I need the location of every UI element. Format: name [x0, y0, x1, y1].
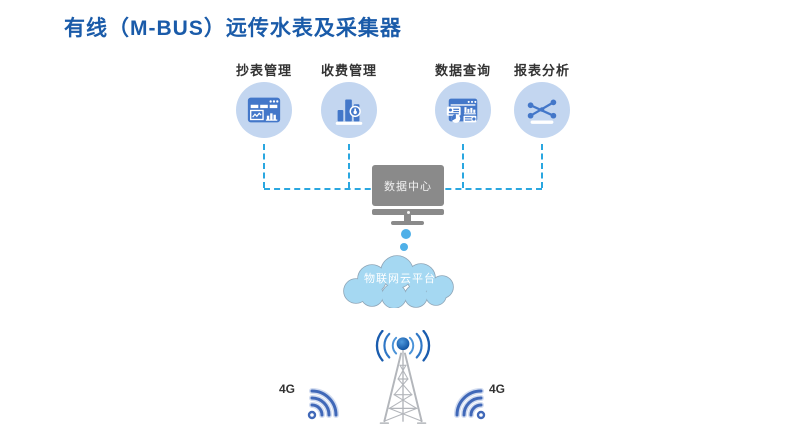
right-4g-label: 4G	[489, 382, 506, 396]
iot-cloud: 物联网云平台	[336, 250, 464, 309]
module-circle-fee-management	[321, 82, 377, 138]
module-label-fee-management: 收费管理	[320, 63, 377, 78]
link-dot-small	[400, 243, 408, 251]
meter-reading-dashboard-icon	[245, 91, 283, 129]
module-label-meter-reading: 抄表管理	[235, 63, 292, 78]
transmission-tower	[357, 329, 449, 428]
monitor-camera-dot	[406, 210, 410, 214]
connector-line-fee-management	[348, 144, 350, 188]
report-analysis-icon	[523, 91, 561, 129]
page-title: 有线（M-BUS）远传水表及采集器	[64, 17, 402, 40]
module-circle-report-analysis	[514, 82, 570, 138]
left-4g-label: 4G	[279, 382, 296, 396]
tower-graphic	[375, 329, 431, 424]
monitor-base-bar	[372, 209, 444, 215]
module-circle-data-query	[435, 82, 491, 138]
module-label-data-query: 数据查询	[434, 63, 491, 78]
left-4g-signal-icon	[301, 381, 347, 425]
fee-management-chart-icon	[330, 91, 368, 129]
module-label-report-analysis: 报表分析	[513, 63, 570, 78]
data-center-label: 数据中心	[384, 180, 432, 193]
link-dot-large	[401, 229, 411, 239]
connector-line-meter-reading	[263, 144, 265, 188]
connector-line-data-query	[462, 144, 464, 188]
data-center-monitor: 数据中心	[372, 165, 444, 206]
cloud-shape	[343, 255, 454, 309]
monitor-stand-foot	[391, 221, 424, 225]
monitor-stand-stem	[404, 215, 411, 221]
cloud-platform-label: 物联网云平台	[364, 273, 436, 285]
right-4g-signal-icon	[446, 381, 492, 425]
connector-line-report-analysis	[541, 144, 543, 188]
data-query-icon	[444, 91, 482, 129]
module-circle-meter-reading	[236, 82, 292, 138]
